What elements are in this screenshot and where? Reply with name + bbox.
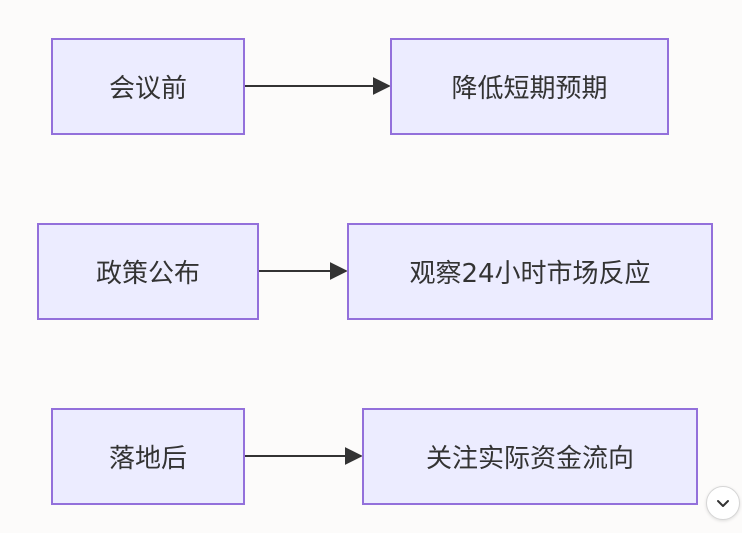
node-lower-short-term-expectations: 降低短期预期 <box>390 38 669 135</box>
node-before-meeting: 会议前 <box>51 38 245 135</box>
node-label: 观察24小时市场反应 <box>409 259 651 289</box>
node-label: 政策公布 <box>95 259 200 289</box>
node-label: 关注实际资金流向 <box>425 444 634 474</box>
node-policy-release: 政策公布 <box>37 223 259 320</box>
chevron-down-icon <box>717 500 729 507</box>
node-label: 降低短期预期 <box>451 74 608 104</box>
node-watch-actual-capital-flow: 关注实际资金流向 <box>362 408 698 505</box>
node-observe-24h-market-reaction: 观察24小时市场反应 <box>347 223 713 320</box>
node-label: 落地后 <box>108 444 187 474</box>
scroll-down-button[interactable] <box>706 486 740 520</box>
node-label: 会议前 <box>108 74 187 104</box>
node-after-landing: 落地后 <box>51 408 245 505</box>
